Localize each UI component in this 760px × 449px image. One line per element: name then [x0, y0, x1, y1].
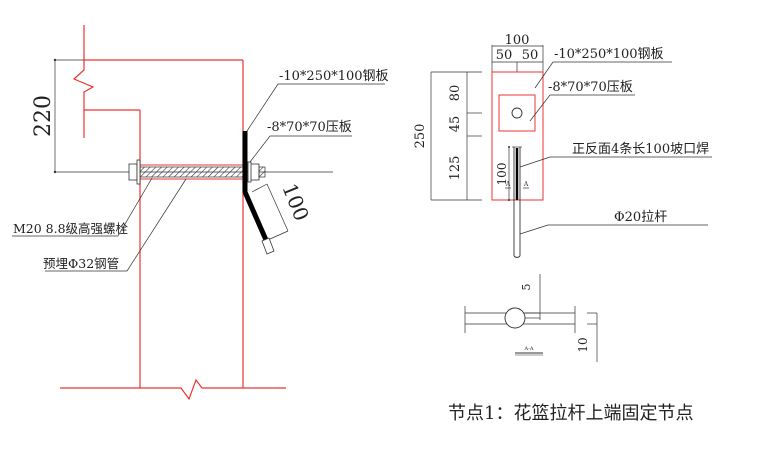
leader-pipe: 预埋Φ32钢管 [43, 178, 187, 272]
rod-section-circle [504, 307, 526, 329]
dim-height-mid: 45 [448, 116, 463, 133]
bolt-shank [139, 166, 244, 178]
dim-height-bottom: 125 [448, 156, 463, 181]
dim-width-right: 50 [522, 48, 539, 63]
label-steel-plate-left: -10*250*100钢板 [279, 69, 389, 84]
dimension-220: 220 [31, 58, 130, 174]
dimension-height: 250 80 45 125 [413, 71, 482, 201]
label-rod: Φ20拉杆 [614, 210, 667, 225]
dim-height-total: 250 [413, 124, 428, 149]
leader-bolt: M20 8.8级高强螺栓 [12, 177, 153, 237]
steel-plate [242, 131, 269, 242]
label-press-plate-left: -8*70*70压板 [267, 120, 352, 135]
leader-steel-plate-right: -10*250*100钢板 [534, 47, 672, 89]
break-line-top [72, 25, 95, 138]
dim-height-top: 80 [448, 85, 463, 102]
left-elevation-view: 220 100 -10*250*100钢板 [12, 25, 389, 401]
section-a-a-view: 5 10 A-A [464, 274, 598, 362]
press-plate [247, 161, 252, 183]
leader-press-plate-left: -8*70*70压板 [249, 120, 352, 163]
dim-width-left: 50 [496, 48, 513, 63]
dimension-weld-length: 100 [495, 146, 510, 201]
dimension-100-left-text: 100 [277, 180, 314, 224]
dim-width-total: 100 [505, 33, 530, 48]
right-plate-view: 100 50 50 250 80 45 125 [413, 33, 712, 258]
dimension-220-text: 220 [31, 95, 56, 137]
section-mark-right: A [523, 181, 529, 188]
drawing-caption: 节点1：花篮拉杆上端固定节点 [448, 403, 693, 424]
bolt-hole [511, 107, 523, 119]
label-steel-plate-right: -10*250*100钢板 [554, 47, 664, 62]
dimension-width: 100 50 50 [491, 33, 544, 72]
label-pipe: 预埋Φ32钢管 [43, 256, 119, 271]
concrete-outline [60, 25, 286, 401]
leader-rod: Φ20拉杆 [519, 210, 708, 235]
label-bolt: M20 8.8级高强螺栓 [13, 221, 129, 236]
bolt-end [258, 166, 266, 178]
dim-gap-text: 5 [520, 284, 533, 291]
label-weld: 正反面4条长100坡口焊 [572, 141, 709, 157]
section-title: A-A [524, 346, 534, 352]
rod-stub [261, 237, 275, 255]
left-nut [128, 163, 138, 181]
section-mark-left: A [505, 181, 511, 188]
leader-weld: 正反面4条长100坡口焊 [519, 141, 712, 168]
dim-weld-length-text: 100 [495, 163, 509, 186]
leader-steel-plate-left: -10*250*100钢板 [246, 69, 389, 132]
break-line-bottom [60, 378, 286, 401]
press-plate-outline [498, 94, 536, 132]
rod-end [513, 255, 521, 258]
leader-press-plate-right: -8*70*70压板 [529, 80, 635, 122]
left-washer [136, 159, 141, 185]
section-marks: A A [505, 181, 529, 189]
label-press-plate-right: -8*70*70压板 [548, 80, 633, 95]
dim-thickness-text: 10 [576, 337, 590, 352]
